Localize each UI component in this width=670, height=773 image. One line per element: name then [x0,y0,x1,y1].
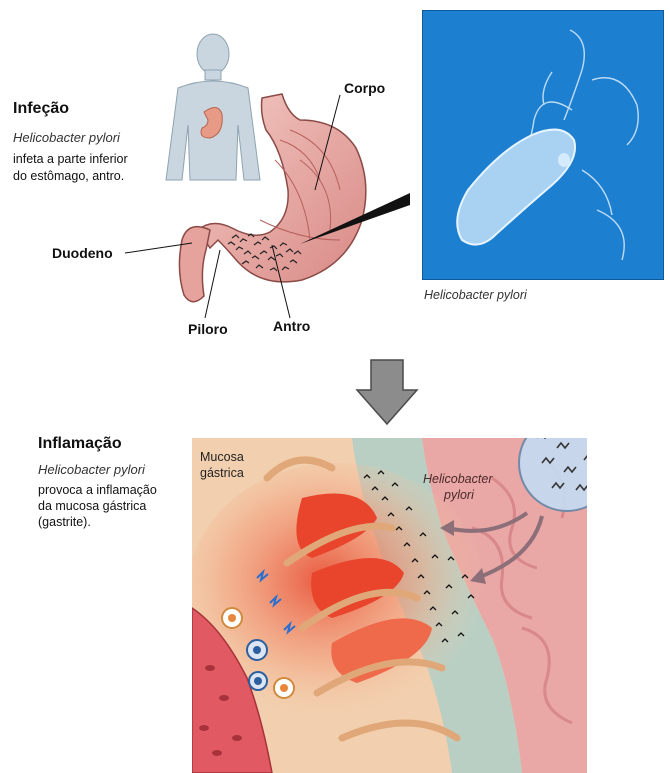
down-arrow-icon [355,358,420,428]
label-mucosa-line1: Mucosa [200,450,244,464]
inflammation-description-1: provoca a inflamação [38,483,157,498]
inflammation-organism: Helicobacter pylori [38,462,145,477]
inflammation-description-2: da mucosa gástrica [38,499,146,514]
label-piloro: Piloro [188,321,228,337]
micrograph-image [422,10,664,280]
inflammation-description-3: (gastrite). [38,515,91,530]
gastric-mucosa-illustration [192,438,587,773]
label-bacteria-line1: Helicobacter [423,472,492,486]
micrograph-caption: Helicobacter pylori [424,288,527,302]
label-mucosa-line2: gástrica [200,466,244,480]
label-duodeno: Duodeno [52,245,113,261]
label-corpo: Corpo [344,80,385,96]
label-bacteria-line2: pylori [444,488,474,502]
inflammation-title: Inflamação [38,435,122,453]
label-antro: Antro [273,318,310,334]
